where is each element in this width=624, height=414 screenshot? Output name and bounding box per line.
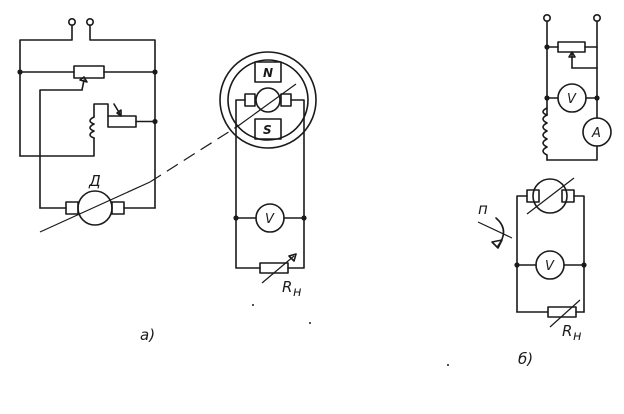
voltmeter-a: V	[233, 203, 307, 233]
diagram-b: V A п	[477, 14, 612, 368]
field-winding-a	[19, 103, 158, 157]
south-pole-label: S	[263, 123, 272, 137]
diagram-a: Д N S V	[17, 17, 317, 344]
rotation-indicator: п	[477, 200, 513, 249]
field-winding-b	[542, 107, 548, 161]
speed-label: п	[478, 200, 488, 218]
voltmeter-b-bottom: V	[514, 250, 587, 280]
load-resistor-a-subscript: н	[293, 285, 302, 300]
speck	[252, 304, 254, 306]
ammeter-b: A	[546, 67, 612, 161]
generator: N S	[219, 51, 317, 219]
supply-terminals-b	[542, 14, 601, 48]
voltmeter-b-top-symbol: V	[567, 92, 577, 107]
load-resistor-a-label: R	[282, 278, 292, 296]
speck	[447, 364, 449, 366]
load-resistor-b-subscript: н	[573, 329, 582, 344]
generator-b	[516, 177, 585, 313]
ammeter-symbol: A	[591, 126, 601, 141]
potentiometer-b	[544, 41, 598, 116]
caption-a: а)	[140, 326, 155, 344]
voltmeter-b-bottom-symbol: V	[545, 259, 555, 274]
coupling-shaft	[149, 125, 239, 183]
field-rheostat	[17, 65, 158, 209]
load-resistor-b: R н	[516, 299, 585, 344]
voltmeter-b-top: V	[544, 83, 600, 113]
motor-label: Д	[88, 172, 101, 190]
drive-motor: Д	[39, 172, 156, 233]
north-pole-label: N	[263, 66, 273, 80]
load-resistor-a: R н	[235, 217, 305, 300]
voltmeter-a-symbol: V	[265, 212, 275, 227]
caption-b: б)	[518, 350, 533, 368]
speck	[309, 322, 311, 324]
load-resistor-b-label: R	[562, 322, 572, 340]
